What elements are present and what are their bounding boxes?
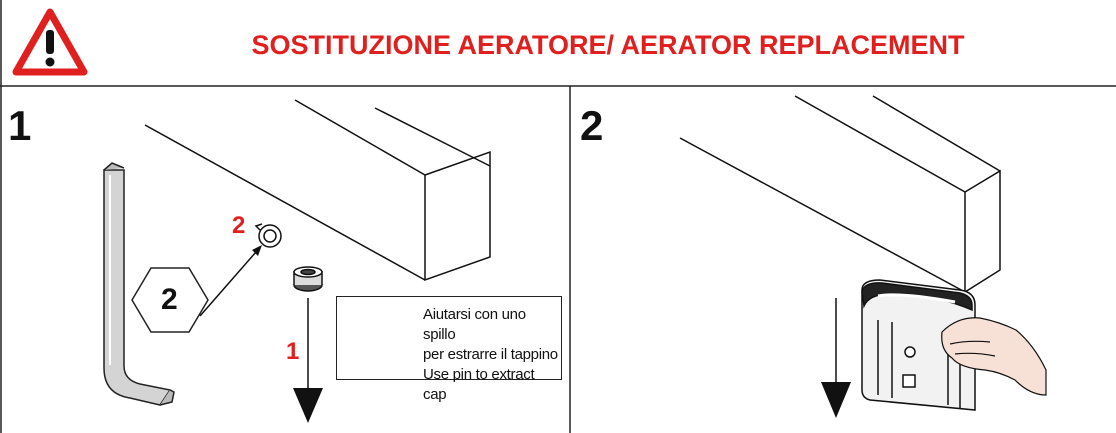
step-number-2: 2 (580, 102, 604, 149)
note-line: per estrarre il tappino (423, 346, 558, 363)
note-line: Aiutarsi con uno spillo (423, 306, 526, 343)
action-label-pull: 1 (286, 338, 300, 365)
warning-triangle-icon (12, 8, 88, 76)
down-arrow-icon (821, 298, 851, 418)
rotate-screw-icon (254, 223, 282, 248)
beam-panel-1 (144, 99, 491, 282)
step-number-1: 1 (8, 102, 32, 149)
cap-icon (293, 266, 323, 292)
aerator-icon (861, 279, 976, 411)
hex-key-size-label: 2 (161, 283, 178, 316)
page-title: SOSTITUZIONE AERATORE/ AERATOR REPLACEME… (251, 30, 965, 60)
hex-size-badge (131, 245, 262, 333)
hand-icon (941, 317, 1047, 396)
pin-note-box: Aiutarsi con uno spillo per estrarre il … (336, 296, 562, 403)
down-arrow-icon (293, 298, 323, 423)
note-line: Use pin to extract cap (423, 366, 535, 403)
hex-key-icon (103, 162, 175, 406)
beam-panel-2 (679, 95, 1001, 294)
pin-note-text: Aiutarsi con uno spillo per estrarre il … (423, 305, 561, 405)
action-label-rotate: 2 (232, 212, 246, 239)
